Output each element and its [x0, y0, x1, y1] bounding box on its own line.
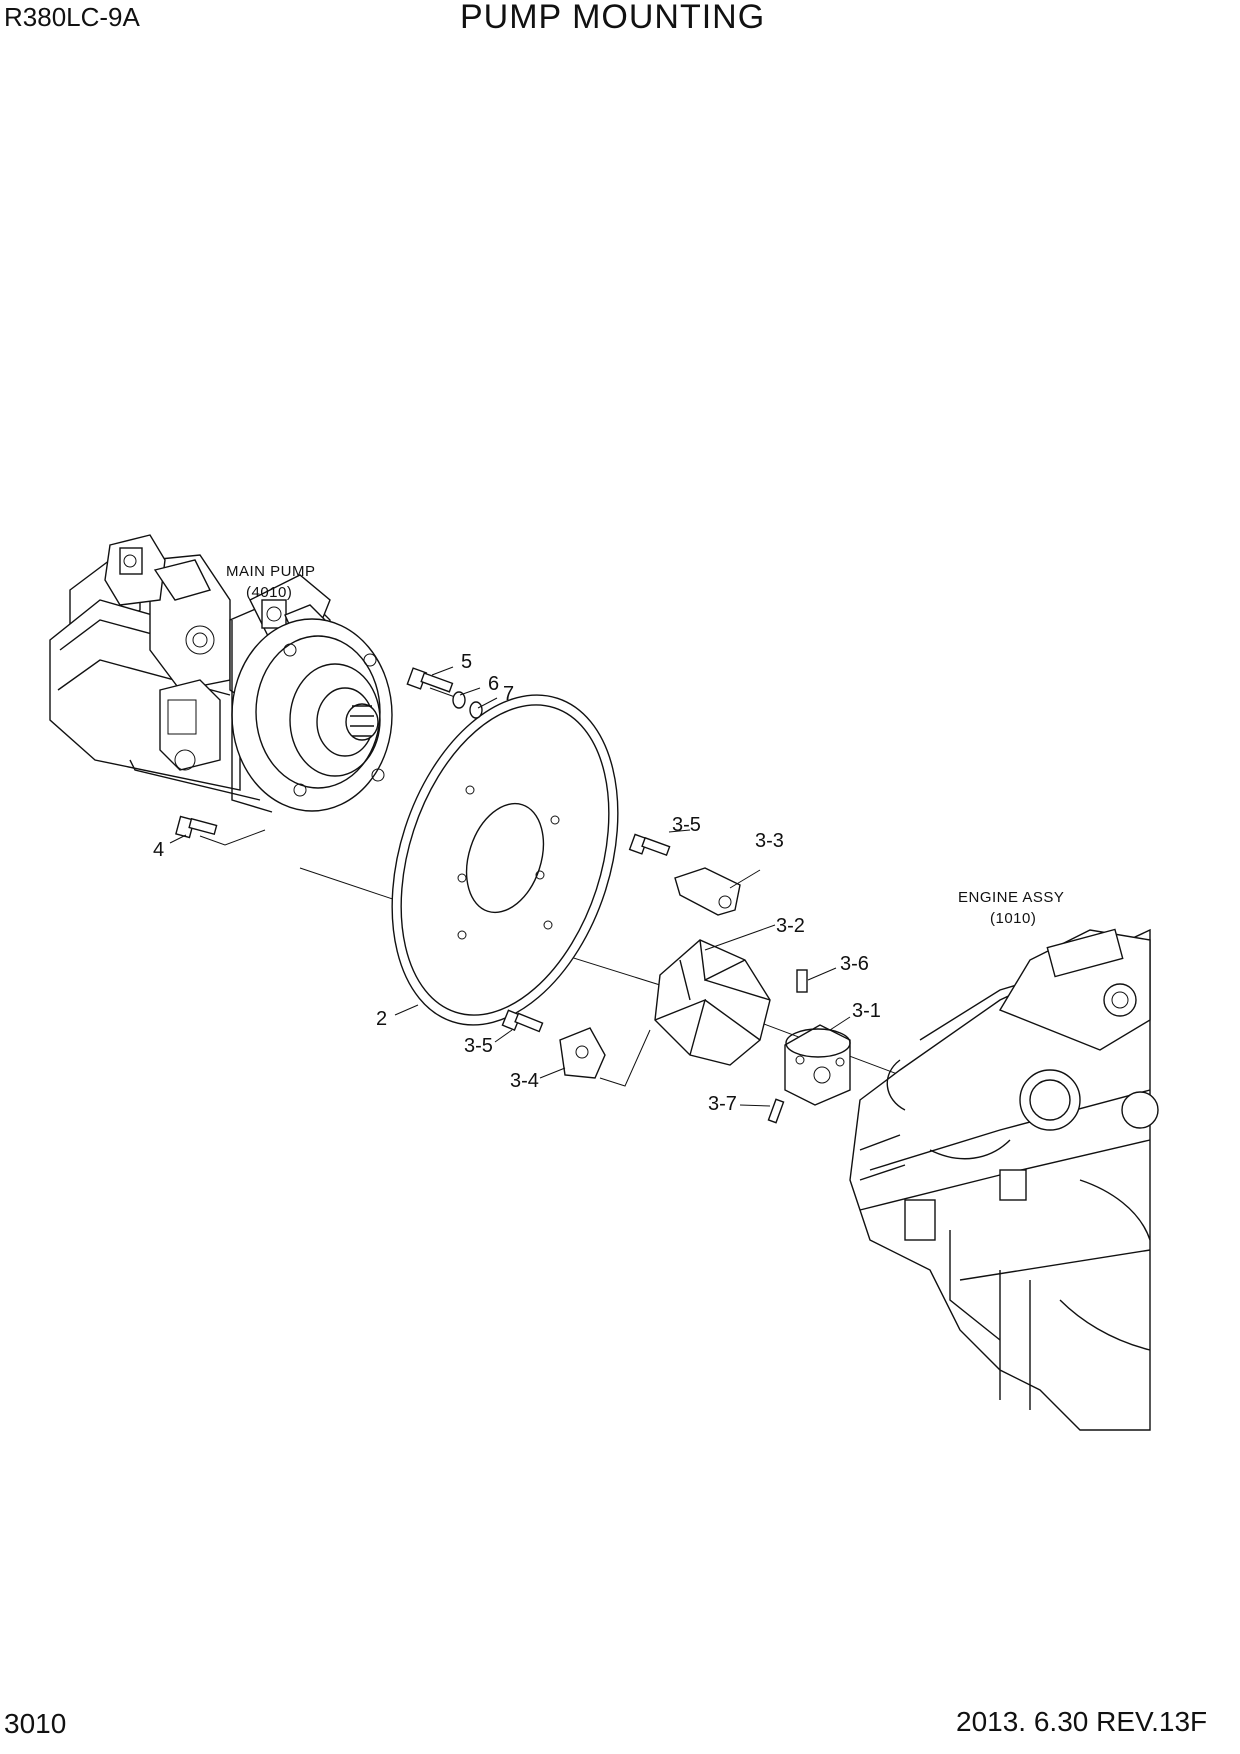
label-part-3-6: 3-6	[840, 953, 869, 975]
part-labels: 2 3-1 3-2 3-3 3-4 3-5 3-5 3-6 3-7 4 5 6 …	[153, 651, 881, 1115]
leader-lines	[169, 666, 851, 1107]
block-3-4	[559, 1027, 651, 1087]
bolt-3-5-lower	[501, 1009, 544, 1033]
label-part-5: 5	[461, 651, 472, 673]
bolt-3-5-upper	[628, 833, 671, 857]
label-part-3-3: 3-3	[755, 830, 784, 852]
engine-code: (1010)	[990, 910, 1036, 927]
label-part-6: 6	[488, 673, 499, 695]
label-part-3-1: 3-1	[852, 1000, 881, 1022]
set-screw-3-6	[796, 969, 808, 993]
engine-name: ENGINE ASSY	[958, 889, 1064, 906]
washer-6	[452, 691, 466, 709]
washer-7	[469, 701, 483, 719]
main-pump-name: MAIN PUMP	[226, 563, 316, 580]
label-part-2: 2	[376, 1008, 387, 1030]
bolt-4	[175, 815, 266, 846]
engine-assembly-drawing: ENGINE ASSY (1010)	[849, 889, 1159, 1431]
coupling-plate	[391, 694, 619, 1026]
main-pump-code: (4010)	[246, 584, 292, 601]
label-part-3-5-upper: 3-5	[672, 814, 701, 836]
model-number: R380LC-9A	[4, 2, 140, 32]
label-part-3-7: 3-7	[708, 1093, 737, 1115]
label-part-3-4: 3-4	[510, 1070, 539, 1092]
label-part-3-5-lower: 3-5	[464, 1035, 493, 1057]
main-pump-drawing: MAIN PUMP (4010)	[49, 534, 393, 813]
bracket-3-3	[674, 867, 741, 916]
page-title: PUMP MOUNTING	[460, 0, 766, 36]
page-number: 3010	[4, 1708, 67, 1739]
label-part-4: 4	[153, 839, 164, 861]
bolt-5	[406, 667, 456, 698]
label-part-7: 7	[503, 683, 514, 705]
rubber-element-3-2	[654, 939, 771, 1066]
label-part-3-2: 3-2	[776, 915, 805, 937]
hub-3-1	[784, 1024, 851, 1106]
pin-3-7	[767, 1098, 785, 1124]
revision-date: 2013. 6.30 REV.13F	[956, 1706, 1208, 1737]
